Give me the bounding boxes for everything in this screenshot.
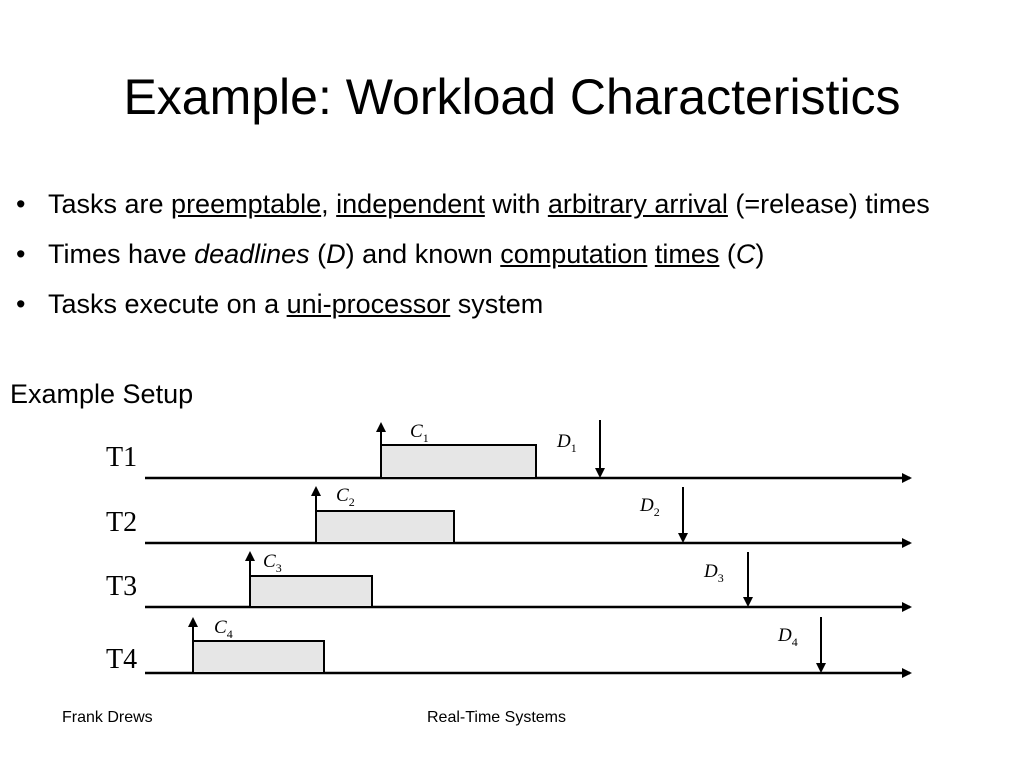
task-label: T1 (106, 442, 137, 473)
computation-label: C2 (336, 485, 355, 509)
task-label: T3 (106, 571, 137, 602)
term-deadlines: deadlines (194, 239, 310, 269)
bullet-text: Tasks execute on a uni-processor system (48, 289, 543, 319)
deadline-label: D4 (777, 625, 798, 649)
bullet-text: Tasks are preemptable, independent with … (48, 189, 930, 219)
task-row-t1: T1 C1 D1 (106, 420, 912, 483)
computation-label: C1 (410, 421, 429, 445)
bullet-item: • Tasks execute on a uni-processor syste… (14, 286, 1004, 322)
computation-bar (249, 575, 373, 608)
footer-course: Real-Time Systems (427, 709, 566, 726)
task-label: T2 (106, 507, 137, 538)
bullet-item: • Tasks are preemptable, independent wit… (14, 186, 1004, 222)
computation-bar (380, 444, 537, 479)
bullet-marker: • (16, 289, 26, 319)
text-segment: Tasks are (48, 189, 172, 219)
bullet-marker: • (16, 189, 26, 219)
task-label: T4 (106, 644, 137, 675)
text-segment: Times have (48, 239, 195, 269)
deadline-label: D3 (703, 561, 724, 585)
term-preemptable: preemptable (171, 189, 322, 219)
computation-label: C4 (214, 617, 233, 641)
deadline-label: D1 (556, 431, 577, 455)
text-segment: ( (309, 239, 327, 269)
bullet-list: • Tasks are preemptable, independent wit… (14, 186, 1004, 336)
text-segment: ( (719, 239, 736, 269)
deadline-label: D2 (639, 495, 660, 519)
text-segment: with (484, 189, 548, 219)
task-row-t3: T3 C3 D3 (106, 551, 912, 612)
term-uni-processor: uni-processor (286, 289, 451, 319)
term-computation: computation (500, 239, 648, 269)
symbol-d: D (326, 239, 346, 269)
bullet-marker: • (16, 239, 26, 269)
text-segment: Tasks execute on a (48, 289, 287, 319)
footer-author: Frank Drews (62, 709, 153, 726)
bullet-item: • Times have deadlines (D) and known com… (14, 236, 1004, 272)
term-times: times (654, 239, 720, 269)
symbol-c: C (735, 239, 756, 269)
text-segment: system (450, 289, 544, 319)
computation-bar (192, 640, 325, 674)
text-segment: , (321, 189, 337, 219)
example-setup-label: Example Setup (10, 379, 194, 409)
term-arbitrary-arrival: arbitrary arrival (547, 189, 728, 219)
term-independent: independent (336, 189, 485, 219)
computation-bar (315, 510, 455, 544)
slide-title: Example: Workload Characteristics (123, 69, 901, 125)
bullet-text: Times have deadlines (D) and known compu… (48, 239, 764, 269)
computation-label: C3 (263, 551, 282, 575)
text-segment: (=release) times (727, 189, 930, 219)
task-row-t4: T4 C4 D4 (106, 617, 912, 678)
task-row-t2: T2 C2 D2 (106, 485, 912, 548)
text-segment: ) and known (345, 239, 501, 269)
text-segment: ) (755, 239, 765, 269)
